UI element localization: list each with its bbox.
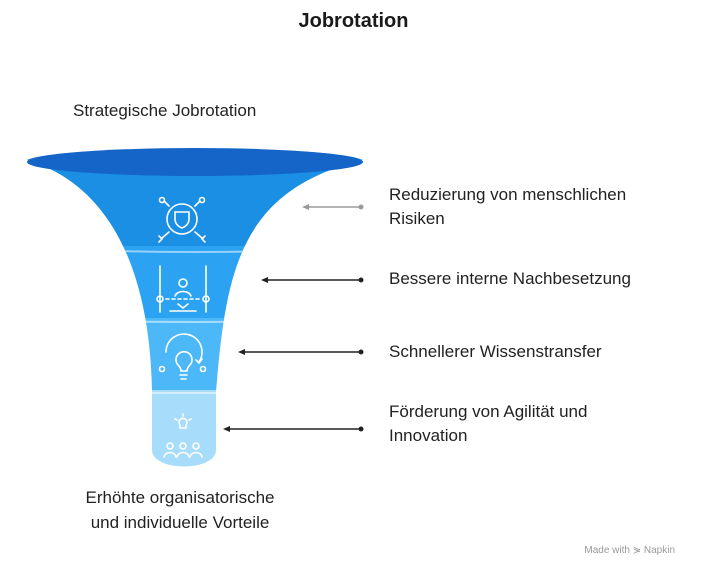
funnel-bottom-label-line-1: Erhöhte organisatorische <box>85 488 275 507</box>
callout-arrow-1 <box>302 204 364 210</box>
funnel-bottom-label: Erhöhte organisatorische und individuell… <box>40 485 320 535</box>
funnel-top-label: Strategische Jobrotation <box>73 101 257 120</box>
stage-1-label-line-2: Risiken <box>389 209 445 228</box>
funnel-rim <box>27 148 363 176</box>
team-idea-icon <box>163 413 203 458</box>
funnel-stage-2 <box>27 246 363 318</box>
shield-network-icon <box>158 196 206 243</box>
stage-4-label-line-2: Innovation <box>389 426 468 445</box>
funnel-stage-3 <box>27 318 363 390</box>
stage-2-label-line-1: Bessere interne Nachbesetzung <box>389 269 631 288</box>
callout-arrow-2 <box>261 277 364 283</box>
stage-1-label: Reduzierung von menschlichen Risiken <box>389 183 626 231</box>
stage-4-label: Förderung von Agilität und Innovation <box>389 400 587 448</box>
made-with-napkin-footer[interactable]: Made with ⋟ Napkin <box>584 545 675 556</box>
stage-4-label-line-1: Förderung von Agilität und <box>389 402 588 421</box>
callout-arrow-4 <box>223 426 364 432</box>
diagram-title: Jobrotation <box>298 10 409 32</box>
funnel-bottom-label-line-2: und individuelle Vorteile <box>90 513 270 532</box>
succession-planning-icon <box>156 265 210 313</box>
callout-arrow-3 <box>238 349 364 355</box>
funnel-stage-4 <box>27 390 363 467</box>
stage-2-label: Bessere interne Nachbesetzung <box>389 267 631 291</box>
stage-3-label-line-1: Schnellerer Wissenstransfer <box>389 342 602 361</box>
stage-3-label: Schnellerer Wissenstransfer <box>389 340 602 364</box>
lightbulb-icon <box>158 333 207 380</box>
stage-1-label-line-1: Reduzierung von menschlichen <box>389 185 627 204</box>
